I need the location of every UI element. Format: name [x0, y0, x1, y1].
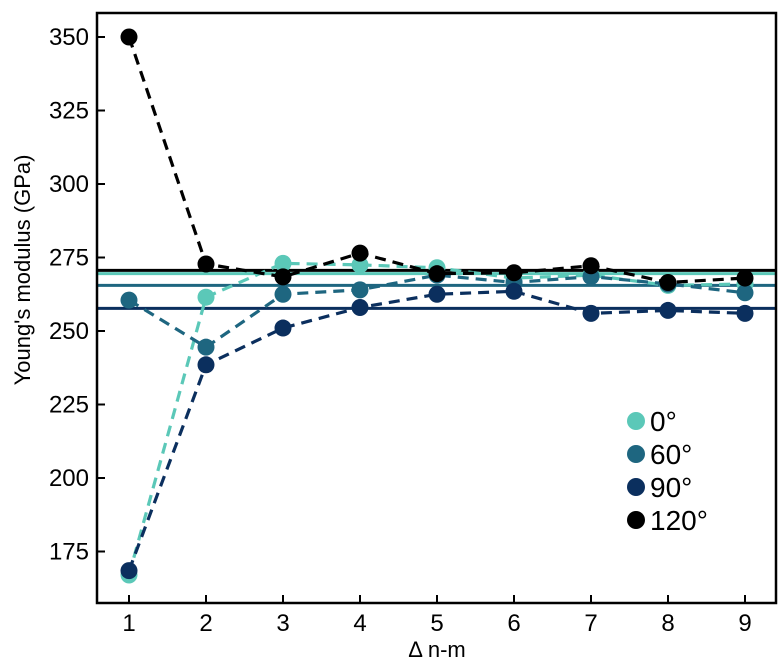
legend-marker — [627, 478, 645, 496]
data-point — [120, 291, 138, 309]
legend-marker — [627, 511, 645, 529]
y-tick-label: 350 — [49, 24, 89, 51]
data-point — [197, 288, 215, 306]
y-tick-label: 175 — [49, 539, 89, 566]
data-point — [274, 319, 292, 337]
y-tick-label: 250 — [49, 318, 89, 345]
series-line — [127, 36, 746, 285]
data-point — [274, 285, 292, 303]
y-tick-label: 200 — [49, 465, 89, 492]
data-point — [351, 298, 369, 316]
data-point — [428, 285, 446, 303]
x-tick-label: 9 — [738, 610, 751, 637]
data-point — [197, 338, 215, 356]
data-point — [351, 244, 369, 262]
x-tick-label: 7 — [584, 610, 597, 637]
legend-label: 90° — [650, 472, 692, 503]
data-point — [736, 284, 754, 302]
x-tick-label: 1 — [122, 610, 135, 637]
data-point — [351, 281, 369, 299]
legend-marker — [627, 445, 645, 463]
legend-label: 60° — [650, 439, 692, 470]
y-axis-label: Young's modulus (GPa) — [10, 155, 35, 386]
data-point — [736, 269, 754, 287]
y-tick-label: 325 — [49, 98, 89, 125]
data-point — [351, 256, 369, 274]
x-tick-label: 8 — [661, 610, 674, 637]
y-axis: 175 200 225 250 275 300 325 350 — [49, 24, 105, 566]
data-point — [505, 264, 523, 282]
x-tick-label: 6 — [507, 610, 520, 637]
legend-marker — [627, 412, 645, 430]
x-axis: 1 2 3 4 5 6 7 8 9 — [122, 595, 752, 637]
data-point — [274, 268, 292, 286]
data-point — [659, 301, 677, 319]
y-tick-label: 275 — [49, 245, 89, 272]
x-tick-label: 2 — [199, 610, 212, 637]
legend-label: 120° — [650, 505, 708, 536]
data-point — [197, 255, 215, 273]
data-point — [505, 282, 523, 300]
legend: 0°60°90°120° — [627, 406, 708, 536]
data-point — [582, 257, 600, 275]
series-line — [127, 289, 746, 572]
series-lines — [120, 28, 754, 584]
data-point — [659, 273, 677, 291]
x-tick-label: 3 — [276, 610, 289, 637]
data-point — [274, 254, 292, 272]
data-point — [120, 562, 138, 580]
x-axis-label: Δ n-m — [408, 637, 465, 662]
data-point — [197, 356, 215, 374]
data-point — [120, 28, 138, 46]
y-tick-label: 300 — [49, 171, 89, 198]
data-point — [736, 304, 754, 322]
data-point — [582, 304, 600, 322]
x-tick-label: 5 — [430, 610, 443, 637]
y-tick-label: 225 — [49, 392, 89, 419]
series-line — [128, 273, 746, 350]
legend-label: 0° — [650, 406, 677, 437]
data-point — [428, 265, 446, 283]
x-tick-label: 4 — [353, 610, 366, 637]
